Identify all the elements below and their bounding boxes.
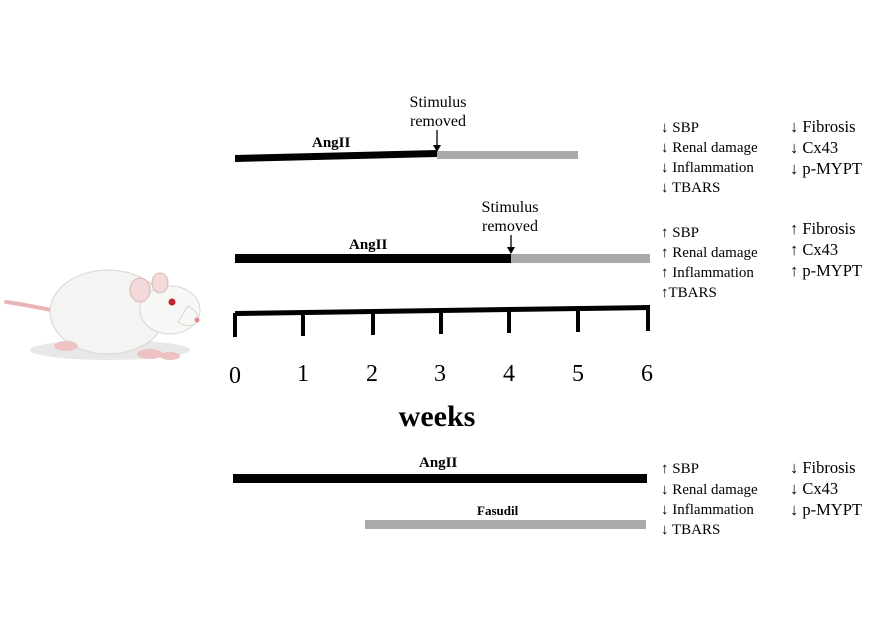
- protocol-3-angii-label: AngII: [419, 455, 458, 471]
- protocol-1-outcome-p-mypt: ↓ p-MYPT: [790, 159, 862, 178]
- protocol-2-outcome-inflammation: ↑ Inflammation: [661, 265, 754, 281]
- protocol-2: AngII Stimulus removed ↑ SBP ↑ Renal dam…: [235, 199, 862, 301]
- protocol-2-outcomes-left: ↑ SBP ↑ Renal damage ↑ Inflammation ↑TBA…: [661, 225, 758, 301]
- protocol-2-outcome-sbp: ↑ SBP: [661, 225, 699, 241]
- protocol-1-outcome-fibrosis: ↓ Fibrosis: [790, 117, 856, 136]
- protocol-1-removed-label: removed: [410, 113, 466, 130]
- protocol-3-outcome-renal-damage: ↓ Renal damage: [661, 482, 758, 498]
- rat-illustration: [4, 269, 201, 360]
- timeline-tick-0: [233, 313, 237, 337]
- protocol-1-angii-bar: [235, 150, 437, 162]
- protocol-3-fasudil-bar: [365, 520, 646, 529]
- protocol-3-fasudil-label: Fasudil: [477, 503, 519, 518]
- timeline-tick-label-5: 5: [572, 361, 584, 387]
- protocol-3-outcome-inflammation: ↓ Inflammation: [661, 502, 754, 518]
- protocol-3-outcome-fibrosis: ↓ Fibrosis: [790, 458, 856, 477]
- timeline-tick-label-6: 6: [641, 361, 653, 387]
- timeline-tick-label-2: 2: [366, 361, 378, 387]
- protocol-1-angii-label: AngII: [312, 135, 351, 151]
- protocol-1-outcome-inflammation: ↓ Inflammation: [661, 160, 754, 176]
- timeline-tick-5: [576, 308, 580, 332]
- protocol-1: AngII Stimulus removed ↓ SBP ↓ Renal dam…: [235, 94, 862, 196]
- protocol-2-outcome-fibrosis: ↑ Fibrosis: [790, 219, 856, 238]
- protocol-2-post-removal-bar: [511, 254, 650, 263]
- protocol-3-outcome-tbars: ↓ TBARS: [661, 522, 720, 538]
- timeline-tick-label-0: 0: [229, 363, 241, 389]
- protocol-1-post-removal-bar: [437, 151, 578, 159]
- protocol-2-outcome-p-mypt: ↑ p-MYPT: [790, 261, 862, 280]
- timeline-tick-3: [439, 310, 443, 334]
- protocol-1-outcome-cx43: ↓ Cx43: [790, 138, 838, 157]
- protocol-1-outcomes-right: ↓ Fibrosis ↓ Cx43 ↓ p-MYPT: [790, 117, 862, 178]
- protocol-2-removed-label: removed: [482, 218, 538, 235]
- protocol-3-outcomes-left: ↑ SBP ↓ Renal damage ↓ Inflammation ↓ TB…: [661, 461, 758, 538]
- protocol-3: AngII Fasudil ↑ SBP ↓ Renal damage ↓ Inf…: [233, 455, 862, 538]
- protocol-1-outcome-sbp: ↓ SBP: [661, 120, 699, 136]
- protocol-1-removal-arrow: [433, 130, 441, 152]
- timeline-unit-label: weeks: [399, 400, 476, 433]
- timeline-tick-4: [507, 309, 511, 333]
- protocol-1-outcome-renal-damage: ↓ Renal damage: [661, 140, 758, 156]
- timeline-tick-1: [301, 312, 305, 336]
- timeline-tick-6: [646, 307, 650, 331]
- protocol-3-outcome-sbp: ↑ SBP: [661, 461, 699, 477]
- protocol-1-outcomes-left: ↓ SBP ↓ Renal damage ↓ Inflammation ↓ TB…: [661, 120, 758, 196]
- protocol-2-angii-label: AngII: [349, 237, 388, 253]
- timeline-tick-label-4: 4: [503, 361, 515, 387]
- timeline-tick-label-1: 1: [297, 361, 309, 387]
- protocol-2-outcome-renal-damage: ↑ Renal damage: [661, 245, 758, 261]
- protocol-2-removal-arrow: [507, 235, 515, 254]
- protocol-2-outcome-tbars: ↑TBARS: [661, 285, 717, 301]
- protocol-3-outcome-p-mypt: ↓ p-MYPT: [790, 500, 862, 519]
- protocol-3-angii-bar: [233, 474, 647, 483]
- protocol-1-stimulus-label: Stimulus: [410, 94, 467, 111]
- protocol-2-stimulus-label: Stimulus: [482, 199, 539, 216]
- protocol-2-outcome-cx43: ↑ Cx43: [790, 240, 838, 259]
- timeline-axis: 0 1 2 3 4 5 6 weeks: [229, 305, 653, 433]
- protocol-3-outcome-cx43: ↓ Cx43: [790, 479, 838, 498]
- protocol-1-outcome-tbars: ↓ TBARS: [661, 180, 720, 196]
- protocol-3-outcomes-right: ↓ Fibrosis ↓ Cx43 ↓ p-MYPT: [790, 458, 862, 519]
- protocol-2-outcomes-right: ↑ Fibrosis ↑ Cx43 ↑ p-MYPT: [790, 219, 862, 280]
- timeline-tick-2: [371, 311, 375, 335]
- timeline-tick-label-3: 3: [434, 361, 446, 387]
- protocol-2-angii-bar: [235, 254, 511, 263]
